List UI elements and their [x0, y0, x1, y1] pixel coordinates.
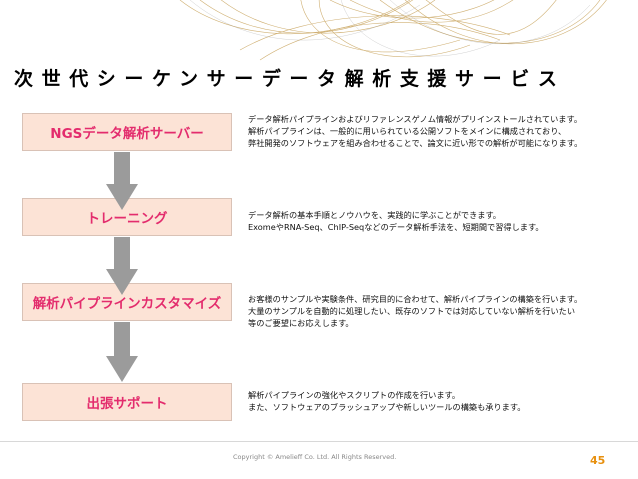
description-line: お客様のサンプルや実験条件、研究目的に合わせて、解析パイプラインの構築を行います…	[248, 294, 583, 304]
service-description-training: データ解析の基本手順とノウハウを、実践的に学ぶことができます。 ExomeやRN…	[248, 209, 633, 233]
down-arrow-icon	[106, 152, 138, 210]
service-name: 解析パイプラインカスタマイズ	[32, 296, 222, 312]
service-name: NGSデータ解析サーバー	[50, 126, 204, 142]
service-name: トレーニング	[86, 211, 168, 227]
description-line: 等のご要望にお応えします。	[248, 318, 354, 328]
service-description-pipeline-customize: お客様のサンプルや実験条件、研究目的に合わせて、解析パイプラインの構築を行います…	[248, 293, 633, 329]
copyright-text: Copyright © Amelieff Co. Ltd. All Rights…	[233, 453, 397, 461]
service-box-pipeline-customize: 解析パイプラインカスタマイズ	[22, 283, 232, 321]
description-line: データ解析の基本手順とノウハウを、実践的に学ぶことができます。	[248, 210, 501, 220]
description-line: 解析パイプラインの強化やスクリプトの作成を行います。	[248, 390, 461, 400]
service-box-onsite-support: 出張サポート	[22, 383, 232, 421]
description-line: 大量のサンプルを自動的に処理したい、既存のソフトでは対応していない解析を行いたい	[248, 306, 576, 316]
description-line: また、ソフトウェアのブラッシュアップや新しいツールの構築も承ります。	[248, 402, 526, 412]
down-arrow-icon	[106, 322, 138, 382]
page-number: 45	[590, 454, 606, 467]
description-line: 解析パイプラインは、一般的に用いられている公開ソフトをメインに構成されており、	[248, 126, 567, 136]
description-line: データ解析パイプラインおよびリファレンスゲノム情報がプリインストールされています…	[248, 114, 583, 124]
footer-divider	[0, 441, 638, 442]
description-line: ExomeやRNA-Seq、ChIP-Seqなどのデータ解析手法を、短期間で習得…	[248, 222, 544, 232]
service-name: 出張サポート	[86, 396, 168, 412]
service-box-ngs-server: NGSデータ解析サーバー	[22, 113, 232, 151]
service-description-onsite-support: 解析パイプラインの強化やスクリプトの作成を行います。 また、ソフトウェアのブラッ…	[248, 389, 633, 413]
slide-title: 次世代シーケンサーデータ解析支援サービス	[14, 68, 566, 90]
description-line: 弊社開発のソフトウェアを組み合わせることで、論文に近い形での解析が可能になります…	[248, 138, 583, 148]
down-arrow-icon	[106, 237, 138, 295]
service-description-ngs-server: データ解析パイプラインおよびリファレンスゲノム情報がプリインストールされています…	[248, 113, 633, 149]
